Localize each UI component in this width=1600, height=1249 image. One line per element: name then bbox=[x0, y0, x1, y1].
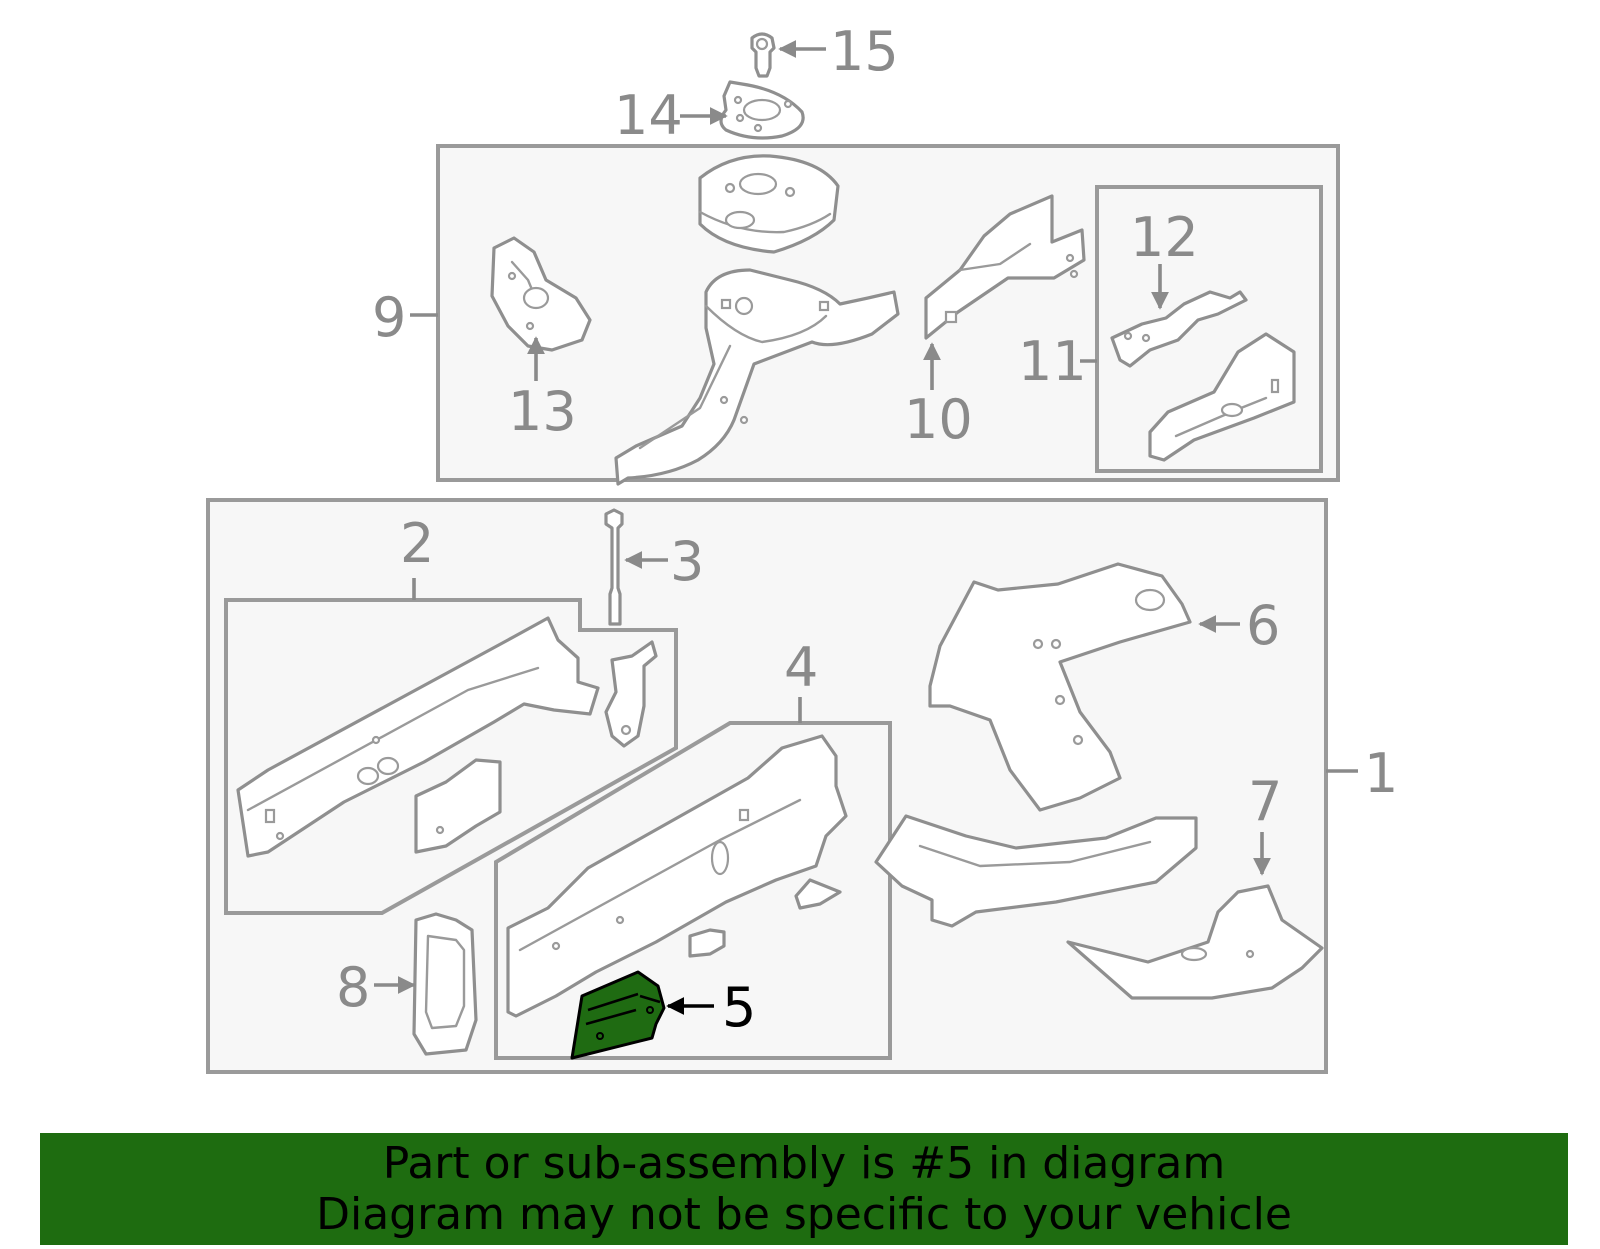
callout-3: 3 bbox=[670, 530, 704, 593]
callout-12: 12 bbox=[1130, 206, 1199, 269]
callout-8: 8 bbox=[336, 956, 370, 1019]
callout-11: 11 bbox=[1018, 330, 1087, 393]
callout-2: 2 bbox=[400, 512, 434, 575]
part-9-strut-tower[interactable] bbox=[698, 154, 840, 254]
part-4-small-bracket-b[interactable] bbox=[794, 878, 842, 910]
callout-6: 6 bbox=[1246, 594, 1280, 657]
part-4-small-bracket-a[interactable] bbox=[688, 928, 726, 958]
callout-5: 5 bbox=[722, 976, 756, 1039]
banner-line-1: Part or sub-assembly is #5 in diagram bbox=[382, 1138, 1226, 1189]
part-11-rail-extension[interactable] bbox=[1148, 332, 1296, 462]
banner-line-2: Diagram may not be specific to your vehi… bbox=[316, 1189, 1292, 1240]
part-2-frame-rail[interactable] bbox=[236, 616, 600, 858]
part-10-reinforcement[interactable] bbox=[924, 194, 1086, 340]
part-2-bracket-a[interactable] bbox=[414, 758, 502, 854]
part-6-mount-bracket[interactable] bbox=[928, 562, 1192, 812]
part-1-crossmember[interactable] bbox=[874, 814, 1198, 928]
callout-10: 10 bbox=[904, 388, 973, 451]
callout-4: 4 bbox=[784, 636, 818, 699]
part-15-clip[interactable] bbox=[750, 32, 776, 78]
part-12-bracket[interactable] bbox=[1110, 290, 1248, 368]
part-8-plate[interactable] bbox=[412, 912, 478, 1056]
part-9-wheel-apron[interactable] bbox=[614, 268, 900, 486]
part-2-bracket-b[interactable] bbox=[604, 640, 658, 748]
callout-9: 9 bbox=[372, 286, 406, 349]
callout-13: 13 bbox=[508, 380, 577, 443]
callout-7: 7 bbox=[1248, 770, 1282, 833]
part-4-side-member[interactable] bbox=[506, 734, 848, 1018]
part-3-bolt[interactable] bbox=[604, 508, 624, 626]
info-banner: Part or sub-assembly is #5 in diagram Di… bbox=[40, 1133, 1568, 1245]
callout-14: 14 bbox=[614, 84, 683, 147]
callout-15: 15 bbox=[830, 20, 899, 83]
part-14-strut-plate[interactable] bbox=[719, 80, 805, 140]
callout-1: 1 bbox=[1364, 742, 1398, 805]
part-13-bracket[interactable] bbox=[490, 236, 592, 352]
part-5-highlighted[interactable] bbox=[570, 970, 666, 1060]
part-7-panel[interactable] bbox=[1066, 884, 1324, 1000]
